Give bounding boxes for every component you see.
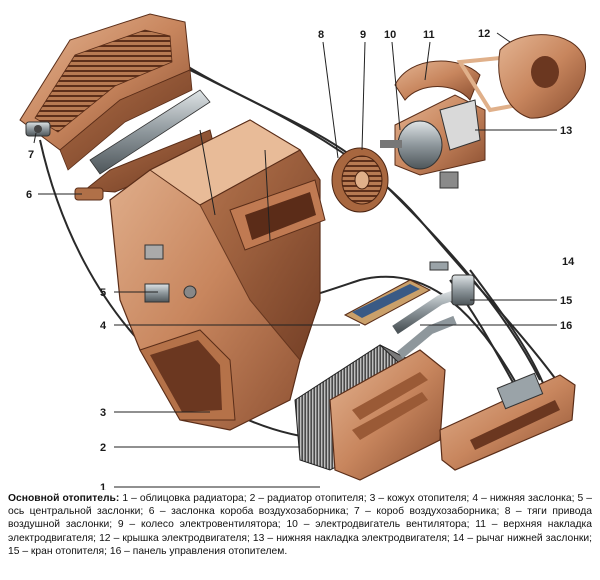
fan-motor <box>380 94 486 176</box>
radiator-trim <box>329 349 446 481</box>
label-6: 6 <box>26 189 32 201</box>
heater-exploded-diagram: 1 2 3 4 5 6 7 8 9 10 11 12 13 14 15 16 <box>19 13 587 490</box>
heater-tap <box>392 261 475 359</box>
callout-labels: 1 2 3 4 5 6 7 8 9 10 11 12 13 14 15 16 <box>26 28 575 490</box>
label-11: 11 <box>423 29 435 41</box>
air-intake-box <box>19 13 193 171</box>
label-16: 16 <box>560 320 572 332</box>
label-1: 1 <box>100 482 106 490</box>
heater-control-panel <box>439 372 576 471</box>
motor-end-cap <box>498 34 587 119</box>
label-3: 3 <box>100 407 106 419</box>
label-4: 4 <box>100 320 107 332</box>
label-13: 13 <box>560 125 572 137</box>
leader-lines <box>33 32 557 488</box>
caption-title: Основной отопитель: <box>8 493 120 504</box>
heater-housing <box>109 119 326 431</box>
label-10: 10 <box>384 29 396 41</box>
lower-flap <box>343 279 432 326</box>
heater-pipe-top <box>89 89 211 175</box>
air-intake-flap <box>74 129 216 201</box>
figure-caption: Основной отопитель: 1 – облицовка радиат… <box>8 492 592 558</box>
label-9: 9 <box>360 29 366 41</box>
central-flap-axis <box>144 244 197 303</box>
fan-wheel <box>331 147 389 213</box>
label-2: 2 <box>100 442 106 454</box>
label-14: 14 <box>562 256 575 268</box>
label-5: 5 <box>100 287 106 299</box>
label-12: 12 <box>478 28 490 40</box>
caption-body: 1 – облицовка радиатора; 2 – радиатор от… <box>8 493 593 557</box>
label-7: 7 <box>28 149 34 161</box>
motor-mount-block <box>439 171 459 189</box>
label-15: 15 <box>560 295 572 307</box>
label-8: 8 <box>318 29 324 41</box>
